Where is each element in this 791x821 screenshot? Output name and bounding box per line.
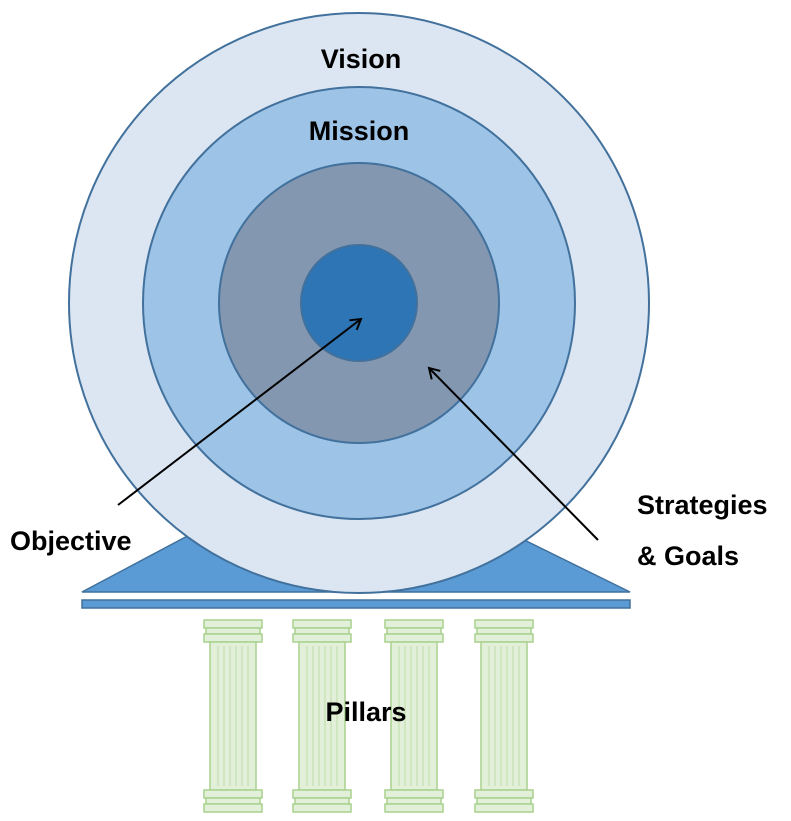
strategies-arrow [427,366,599,541]
strategies-label-line1: Strategies [637,490,768,520]
platform-beam [81,599,631,609]
vision-label: Vision [321,44,402,74]
pillar-1 [203,619,263,813]
pillars-label: Pillars [325,697,406,727]
mission-label: Mission [309,116,410,146]
objective-circle [300,244,418,362]
objective-label: Objective [10,526,132,556]
objective-arrow [117,317,363,506]
strategies-label-line2: & Goals [637,541,739,571]
pillar-4 [474,619,534,813]
